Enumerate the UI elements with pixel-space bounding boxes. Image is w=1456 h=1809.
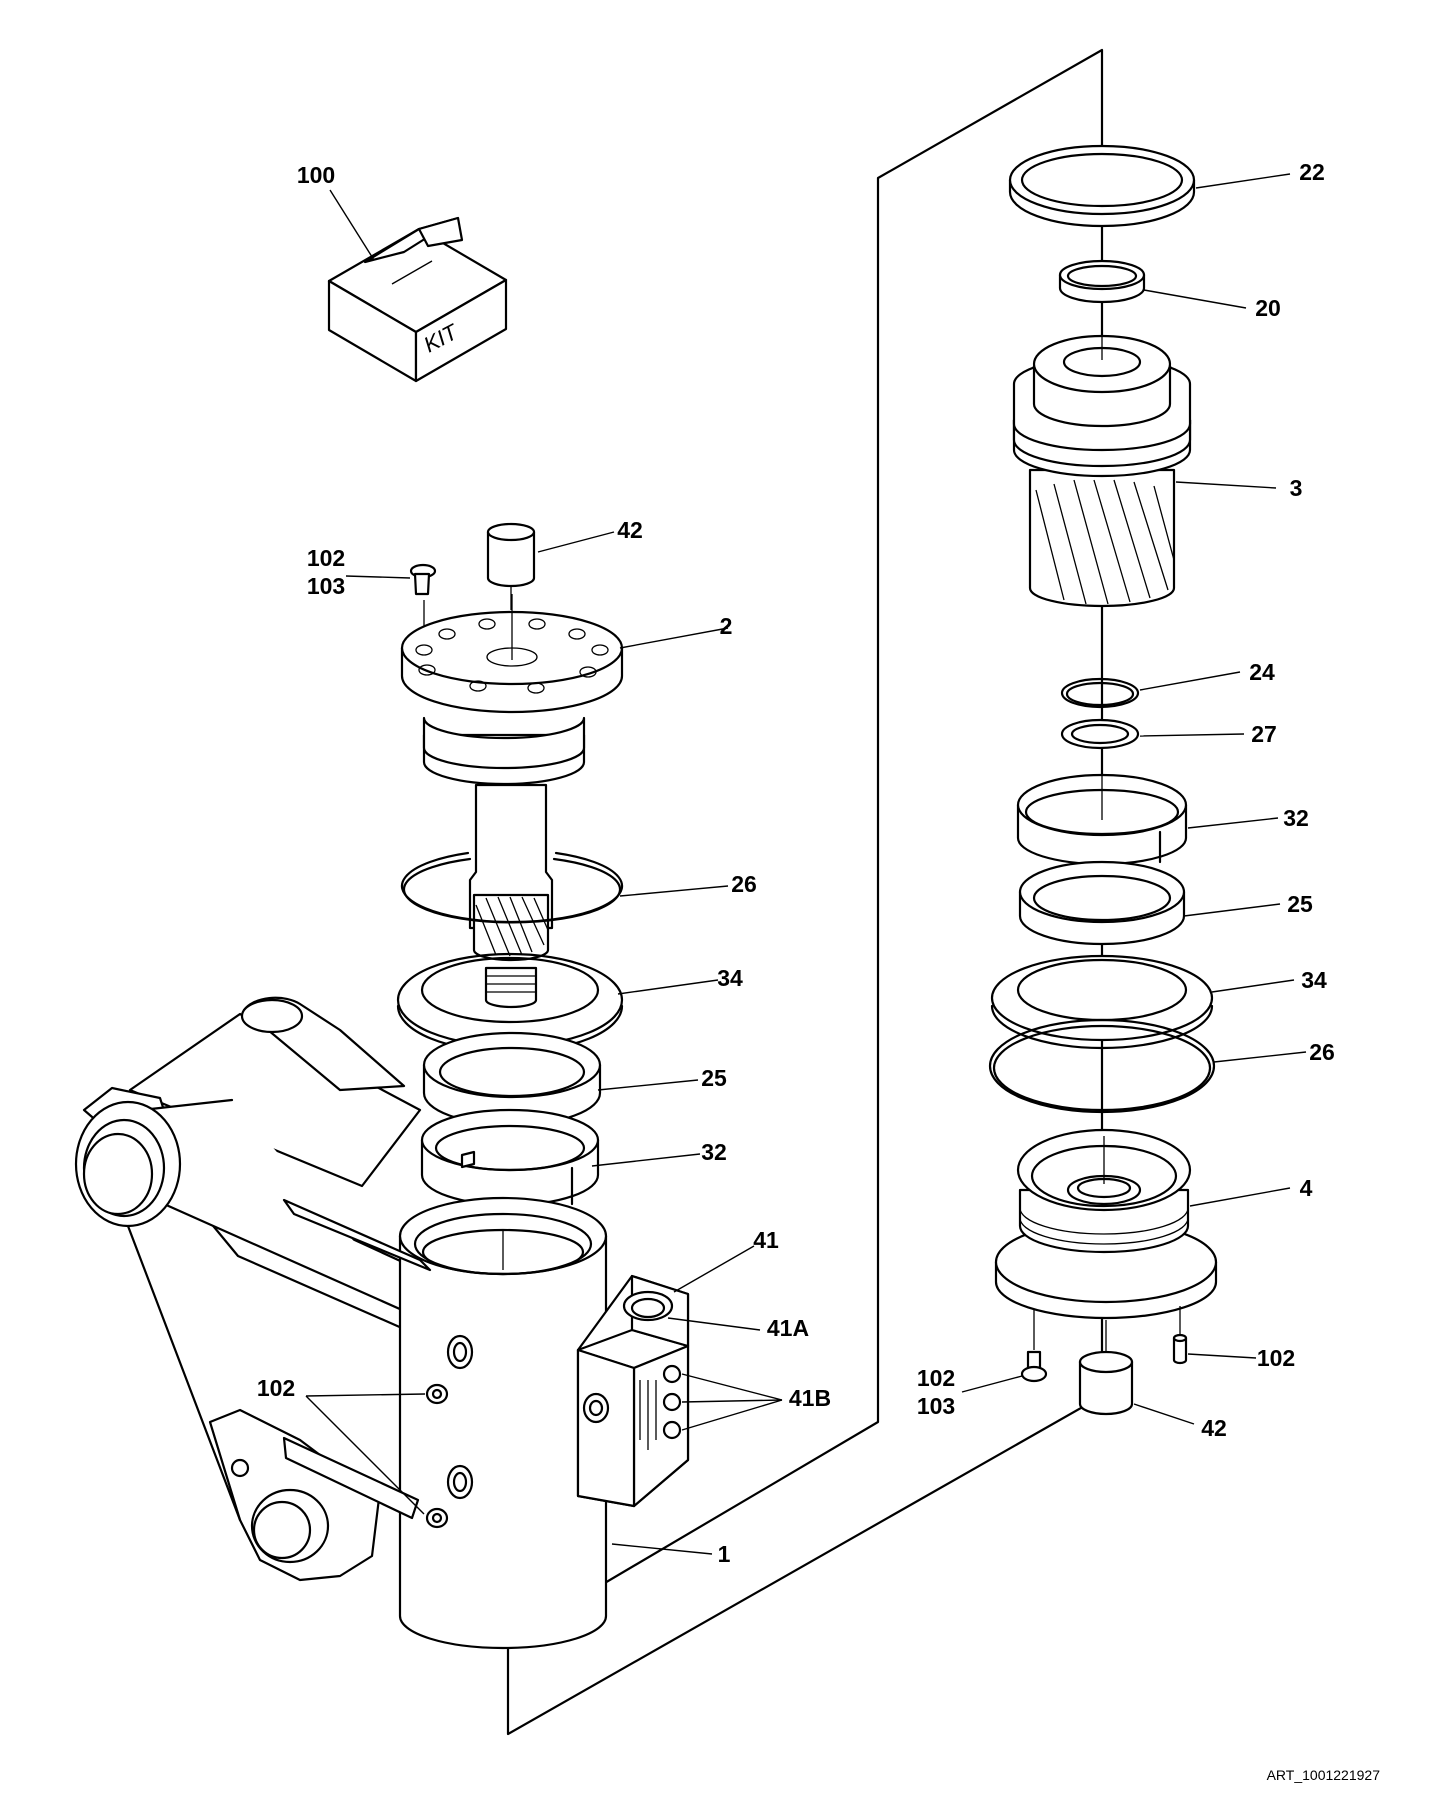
callout-pinion: 3 [1290,475,1303,501]
callout-valve-block: 41 [753,1227,779,1253]
art-number: ART_1001221927 [1267,1767,1381,1783]
callout-valve-fittings: 41B [789,1385,831,1411]
cap-shaft [468,783,554,1009]
right-ring-27 [1060,718,1140,750]
callout-housing: 1 [718,1541,731,1567]
right-ring-32 [1016,770,1188,866]
piston [994,1128,1218,1320]
callout-cap: 2 [720,613,733,639]
callout-left-ring-26: 26 [731,871,757,897]
callout-valve-port: 41A [767,1315,809,1341]
right-screw [1020,1310,1048,1383]
leader-lines [305,173,1307,1555]
right-ring-20 [1058,259,1146,304]
callout-left-bushing: 42 [617,517,643,543]
left-ring-25 [422,1031,602,1127]
callout-left-screw-102: 102 [307,545,345,571]
callout-kit: 100 [297,162,335,188]
callout-right-ring-20: 20 [1255,295,1281,321]
right-ring-24 [1060,677,1140,709]
right-ring-26 [988,1018,1216,1114]
right-seal-22 [1008,144,1196,228]
callout-right-ring-24: 24 [1249,659,1275,685]
callout-right-pin: 102 [1257,1345,1295,1371]
callout-labels: 100 102 103 42 2 26 34 25 32 41 41A 41B … [257,159,1335,1567]
callout-right-seal-22: 22 [1299,159,1325,185]
right-bushing [1078,1320,1134,1416]
callout-right-bushing: 42 [1201,1415,1227,1441]
callout-right-screw-102: 102 [917,1365,955,1391]
housing-plugs [425,1383,449,1529]
left-ring-26 [400,851,624,924]
callout-right-ring-25: 25 [1287,891,1313,917]
callout-right-ring-27: 27 [1251,721,1277,747]
left-bushing [486,522,536,610]
valve-block [576,1274,690,1508]
pinion [1012,320,1192,670]
callout-right-ring-32: 32 [1283,805,1309,831]
callout-housing-plugs: 102 [257,1375,295,1401]
kit-box: KIT [327,216,508,383]
callout-left-ring-32: 32 [701,1139,727,1165]
housing [74,996,608,1650]
left-ring-32 [420,1108,600,1207]
right-ring-25 [1018,860,1186,946]
callout-right-ring-26: 26 [1309,1039,1335,1065]
right-ring-34 [990,954,1214,1050]
callout-piston: 4 [1300,1175,1313,1201]
callout-right-screw-103: 103 [917,1393,955,1419]
cap [400,594,624,786]
callout-left-ring-34: 34 [717,965,743,991]
callout-left-screw-103: 103 [307,573,345,599]
callout-left-ring-25: 25 [701,1065,727,1091]
right-pin [1172,1306,1188,1365]
callout-right-ring-34: 34 [1301,967,1327,993]
left-screw [409,563,437,640]
